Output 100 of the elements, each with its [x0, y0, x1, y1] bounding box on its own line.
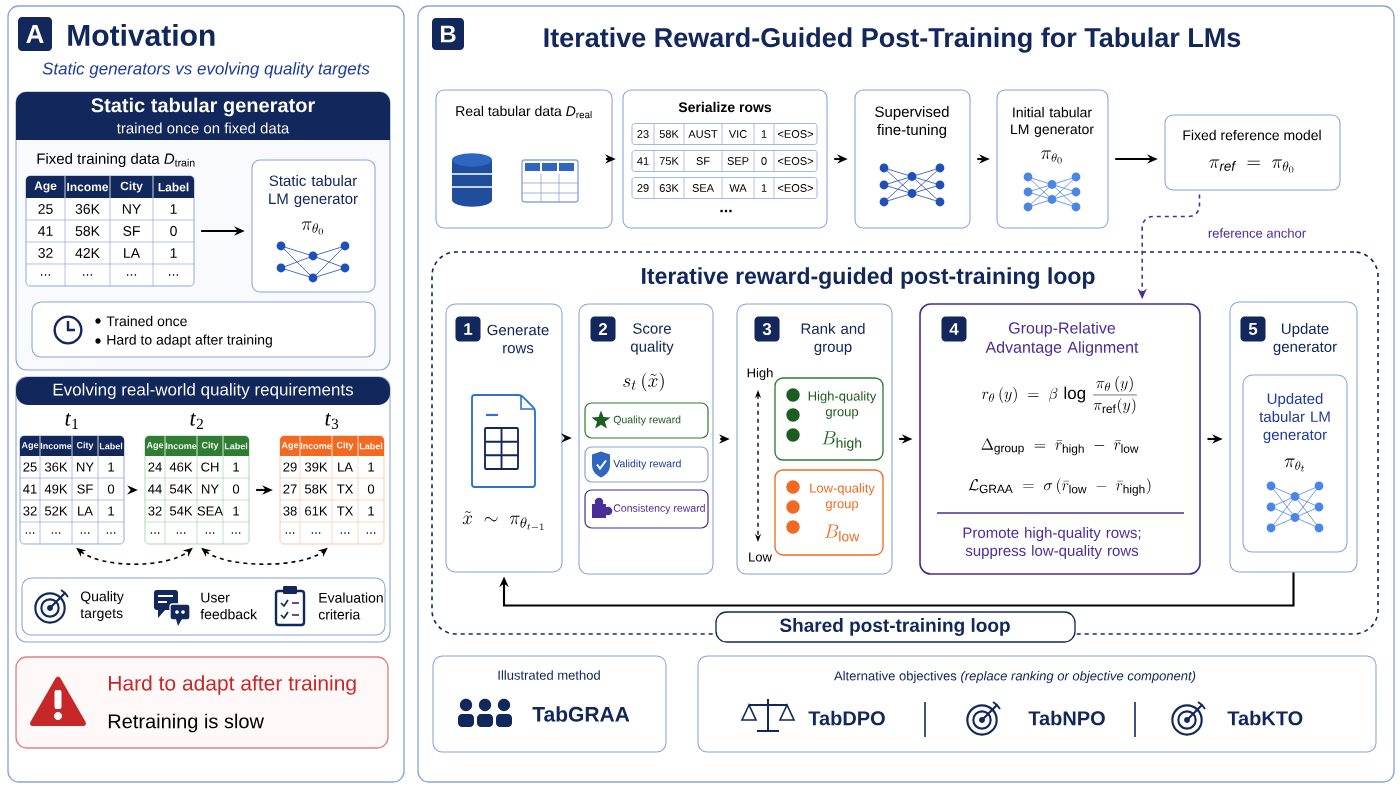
- table-cell: WA: [729, 184, 747, 192]
- table-cell: ...: [366, 532, 376, 534]
- table-cell: 58K: [659, 130, 679, 138]
- table-cell: ...: [340, 532, 350, 534]
- table-cell: 27: [283, 484, 297, 494]
- bullet-text: Hard to adapt after training: [107, 334, 272, 348]
- method-name: TabGRAA: [532, 706, 630, 722]
- panel-title: Motivation: [68, 23, 215, 46]
- method-name: TabNPO: [1028, 710, 1105, 726]
- method-name: TabKTO: [1227, 710, 1303, 726]
- table-cell: ...: [231, 532, 241, 534]
- ellipsis: ...: [720, 209, 732, 213]
- table-cell: ...: [25, 532, 35, 534]
- table-cell: 41: [23, 484, 37, 494]
- table-cell: 1: [170, 204, 177, 214]
- formula: $\pi_{\mathit{ref}} \;=\; \pi_{\theta_0}$: [1209, 159, 1294, 173]
- axis-label: High: [747, 367, 773, 381]
- table-cell: 0: [170, 226, 177, 236]
- formula: $\Delta_{\mathrm{group}} \;=\; \bar{r}_{\mathrm{high}} \;-\; \bar{r}_{\mathrm{low}}$: [981, 438, 1139, 456]
- table-cell: NY: [202, 484, 219, 494]
- table-cell: TX: [337, 484, 354, 494]
- table-cell: 0: [367, 484, 375, 494]
- table-cell: NY: [77, 462, 94, 472]
- table-cell: 1: [368, 506, 374, 516]
- table-cell: 1: [761, 130, 767, 138]
- table-cell: SF: [123, 226, 140, 236]
- region-title: Iterative reward-guided post-training loop: [642, 267, 1095, 289]
- column-header: Income: [67, 182, 109, 192]
- formula: $B_{\mathrm{high}}$: [822, 431, 862, 451]
- column-header: Income: [165, 442, 197, 450]
- table-cell: LA: [338, 462, 353, 472]
- step-number: 2: [590, 316, 616, 342]
- step-title: Score quality: [630, 323, 674, 355]
- column-header: Age: [21, 441, 39, 451]
- card-title: Static tabular generator: [91, 97, 315, 117]
- table-cell: 44: [148, 484, 162, 494]
- table-cell: 36K: [75, 204, 100, 214]
- table-cell: ...: [311, 532, 321, 534]
- box-label: Shared post-training loop: [779, 618, 1010, 636]
- table-cell: 54K: [169, 484, 193, 494]
- table-cell: ...: [176, 532, 186, 534]
- table-cell: SF: [77, 484, 93, 494]
- table-cell: ...: [205, 532, 215, 534]
- table-cell: 1: [233, 462, 239, 472]
- step-number: 4: [941, 316, 967, 342]
- formula: $\mathcal{L}_{\mathrm{GRAA}} \;=\; \sigma\,(\bar{r}_{\mathrm{low}} \;-\; \bar{r}_{\mathrm{high}})$: [968, 478, 1151, 496]
- table-cell: 0: [107, 484, 115, 494]
- formula: $B_{\mathrm{low}}$: [824, 524, 860, 542]
- box-title: Updated tabular LM generator: [1259, 393, 1330, 443]
- axis-label: Low: [749, 552, 772, 562]
- box-title: Initial tabular LM generator: [1011, 107, 1094, 137]
- table-cell: 63K: [659, 184, 679, 192]
- column-header: Label: [359, 442, 383, 450]
- table-cell: 46K: [169, 462, 193, 472]
- card-subtitle: trained once on fixed data: [116, 122, 290, 134]
- group-label: High-quality group: [808, 391, 877, 419]
- table-cell: 24: [148, 462, 162, 472]
- factor-label: Evaluation criteria: [318, 592, 383, 620]
- table-cell: ...: [82, 274, 93, 276]
- reward-label: Consistency reward: [613, 504, 705, 514]
- table-cell: 25: [38, 204, 53, 214]
- column-header: Label: [224, 442, 248, 450]
- table-cell: 29: [637, 184, 649, 192]
- formula: $r_\theta\,(y) \;=\; \beta\,\log\,\frac{\pi_\theta\,(y)}{\pi_{\mathrm{ref}}(y)}$: [981, 376, 1137, 414]
- step-title: Rank and group: [801, 323, 865, 355]
- table-cell: ...: [51, 532, 61, 534]
- box-title: Fixed reference model: [1183, 129, 1321, 141]
- column-header: City: [76, 441, 94, 451]
- column-header: Label: [99, 442, 123, 450]
- time-label: t$_{3}$: [325, 413, 339, 429]
- box-title: Real tabular data D$_{real}$: [456, 105, 592, 119]
- table-cell: 23: [637, 130, 649, 138]
- column-header: Income: [40, 442, 72, 450]
- column-header: City: [120, 181, 143, 193]
- table-cell: 1: [761, 184, 767, 192]
- method-name: TabDPO: [808, 710, 885, 726]
- table-cell: 58K: [304, 484, 328, 494]
- table-cell: VIC: [728, 130, 747, 138]
- table-cell: NY: [122, 204, 141, 214]
- table-cell: <EOS>: [778, 157, 813, 165]
- group-label: Low-quality group: [810, 483, 875, 511]
- time-label: t$_{2}$: [190, 413, 203, 429]
- table-cell: 0: [761, 157, 767, 165]
- table-cell: CH: [201, 462, 219, 472]
- table-cell: 58K: [75, 226, 100, 236]
- table-cell: <EOS>: [778, 130, 813, 138]
- table-cell: SF: [696, 157, 710, 165]
- column-header: Age: [281, 441, 299, 451]
- warning-title: Hard to adapt after training: [109, 675, 356, 695]
- bullet-text: Trained once: [106, 315, 187, 327]
- table-caption: Fixed training data D$_{train}$: [37, 153, 195, 167]
- step-title: Generate rows: [487, 324, 549, 354]
- column-header: City: [336, 441, 354, 451]
- table-cell: 32: [148, 506, 162, 516]
- table-cell: 42K: [75, 248, 100, 258]
- table-cell: 38: [283, 506, 297, 516]
- formula: $\pi_{\theta_0}$: [1040, 150, 1062, 164]
- table-cell: LA: [124, 248, 141, 258]
- table-cell: 1: [368, 462, 374, 472]
- box-title: Serialize rows: [678, 101, 772, 113]
